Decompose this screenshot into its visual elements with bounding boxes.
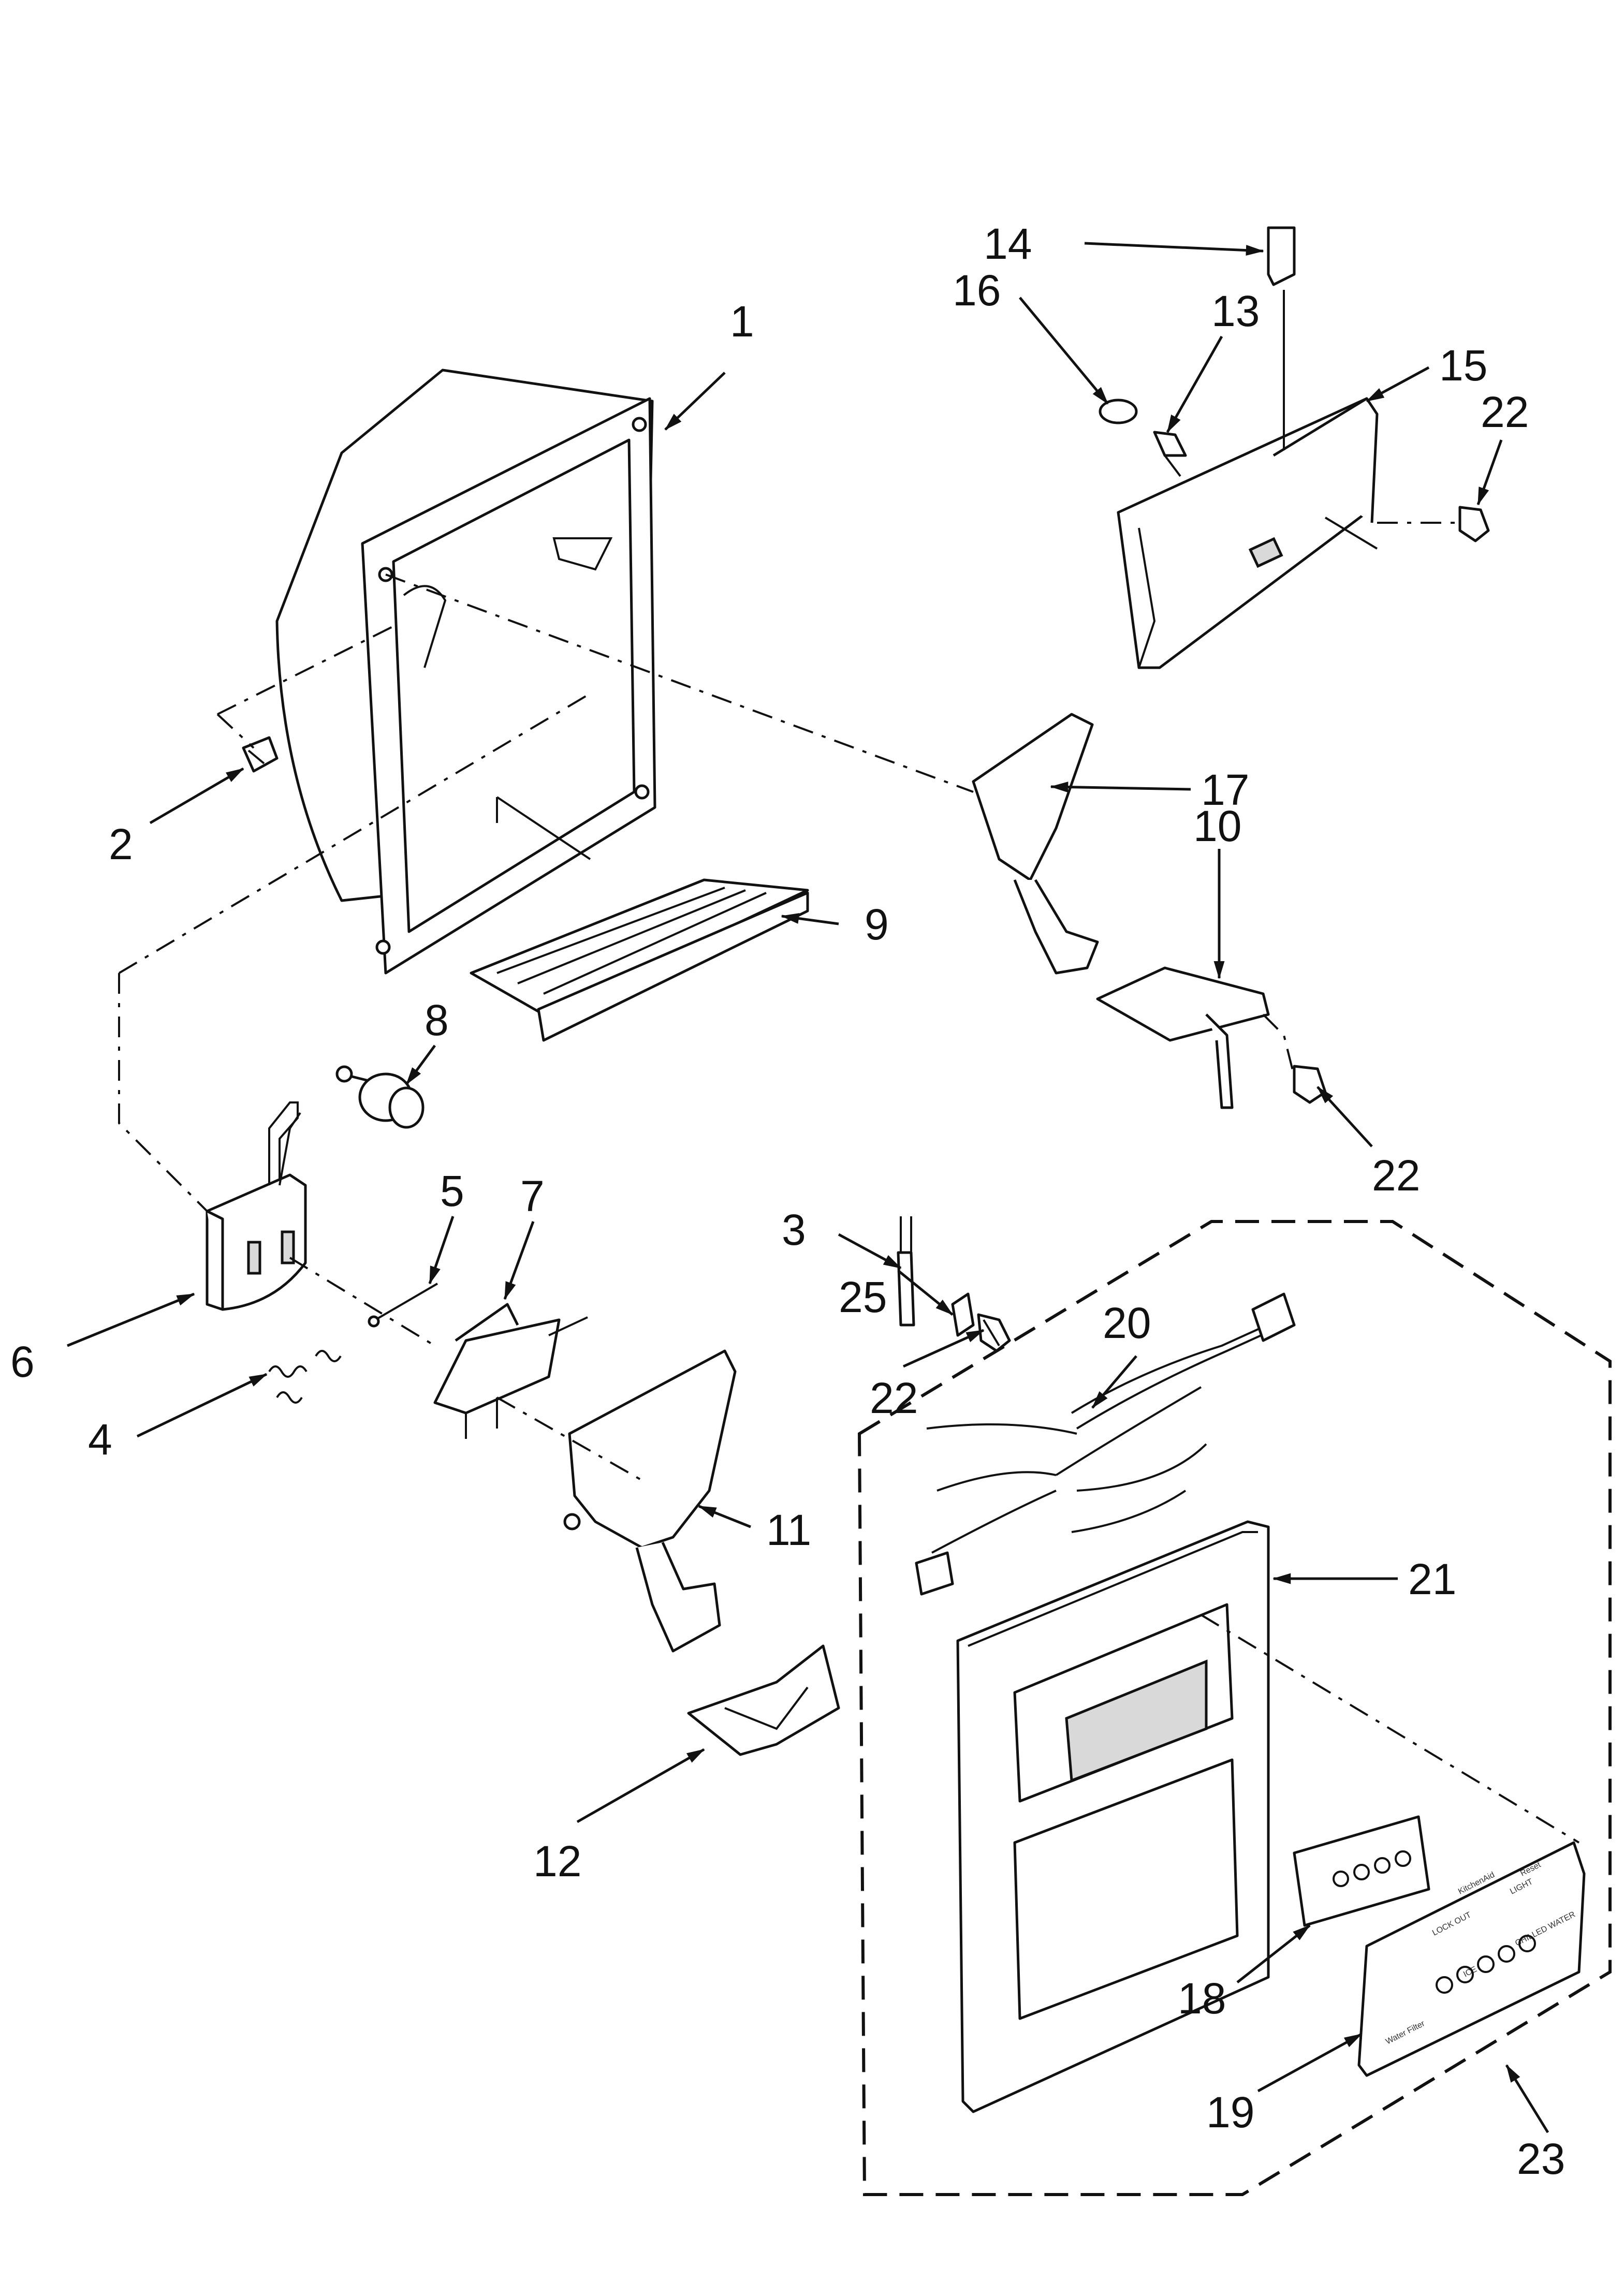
- callout-9: 9: [865, 900, 889, 949]
- screw-part-22-right: [1293, 1065, 1327, 1104]
- callout-12: 12: [533, 1837, 581, 1886]
- callout-14: 14: [984, 219, 1032, 268]
- switch-part-14: [1267, 226, 1296, 450]
- callout-22-right: 22: [1372, 1151, 1420, 1200]
- callout-17: 17: [1201, 766, 1249, 814]
- bracket-part-10: [1096, 966, 1270, 1109]
- chute-part-12: [687, 1644, 840, 1756]
- callout-20: 20: [1103, 1299, 1151, 1347]
- clip-part-3: [897, 1216, 915, 1327]
- screw-part-2: [242, 736, 279, 773]
- overlay-panel-part-19: KitchenAid Reset LOCK OUT LIGHT ICE CHIL…: [1357, 1841, 1586, 2077]
- actuator-block-part-6: [206, 1101, 307, 1311]
- callout-6: 6: [10, 1337, 35, 1386]
- callout-8: 8: [425, 996, 449, 1044]
- arm-part-17: [972, 713, 1099, 975]
- assembly-boundary-part-23: [857, 1220, 1612, 2196]
- callout-3: 3: [782, 1205, 806, 1254]
- solenoid-part-8: [335, 1065, 425, 1129]
- callout-5: 5: [440, 1167, 464, 1215]
- front-panel-part-21: [956, 1520, 1270, 2113]
- switch-part-7: [433, 1303, 588, 1439]
- wire-harness-part-20: [915, 1292, 1296, 1596]
- callout-2: 2: [109, 820, 133, 869]
- callout-4: 4: [88, 1415, 112, 1464]
- callout-10: 10: [1193, 802, 1241, 850]
- pin-part-5: [368, 1283, 438, 1328]
- lever-part-11: [563, 1349, 737, 1653]
- bracket-part-25: [951, 1292, 975, 1337]
- callout-22-top: 22: [1481, 388, 1529, 436]
- callout-labels: 1 2 3 4 5 6 7 8 9 10 11 12 13 14 15 16 1…: [10, 219, 1565, 2183]
- callout-11: 11: [766, 1506, 811, 1554]
- socket-part-13: [1153, 431, 1187, 477]
- callout-19: 19: [1206, 2088, 1254, 2137]
- callout-25: 25: [839, 1273, 887, 1321]
- callout-18: 18: [1178, 1974, 1226, 2023]
- callout-13: 13: [1211, 287, 1260, 335]
- callout-7: 7: [520, 1172, 545, 1220]
- callout-15: 15: [1439, 341, 1487, 390]
- control-board-part-18: [1293, 1815, 1430, 1927]
- callout-23: 23: [1517, 2135, 1565, 2183]
- springs-part-4: [268, 1350, 342, 1404]
- callout-1: 1: [730, 297, 754, 346]
- callout-16: 16: [953, 266, 1001, 315]
- callout-21: 21: [1408, 1555, 1456, 1603]
- alignment-lines: [118, 522, 1580, 1844]
- screw-part-22-top: [1458, 506, 1490, 542]
- housing-part-1: [275, 369, 656, 975]
- bulb-part-16: [1099, 399, 1138, 424]
- leader-lines: [67, 242, 1549, 2133]
- callout-22-middle: 22: [870, 1374, 918, 1422]
- light-socket-assembly-part-15: [1117, 397, 1379, 669]
- screw-part-22-middle: [977, 1313, 1011, 1352]
- drip-tray-part-9: [470, 878, 809, 1042]
